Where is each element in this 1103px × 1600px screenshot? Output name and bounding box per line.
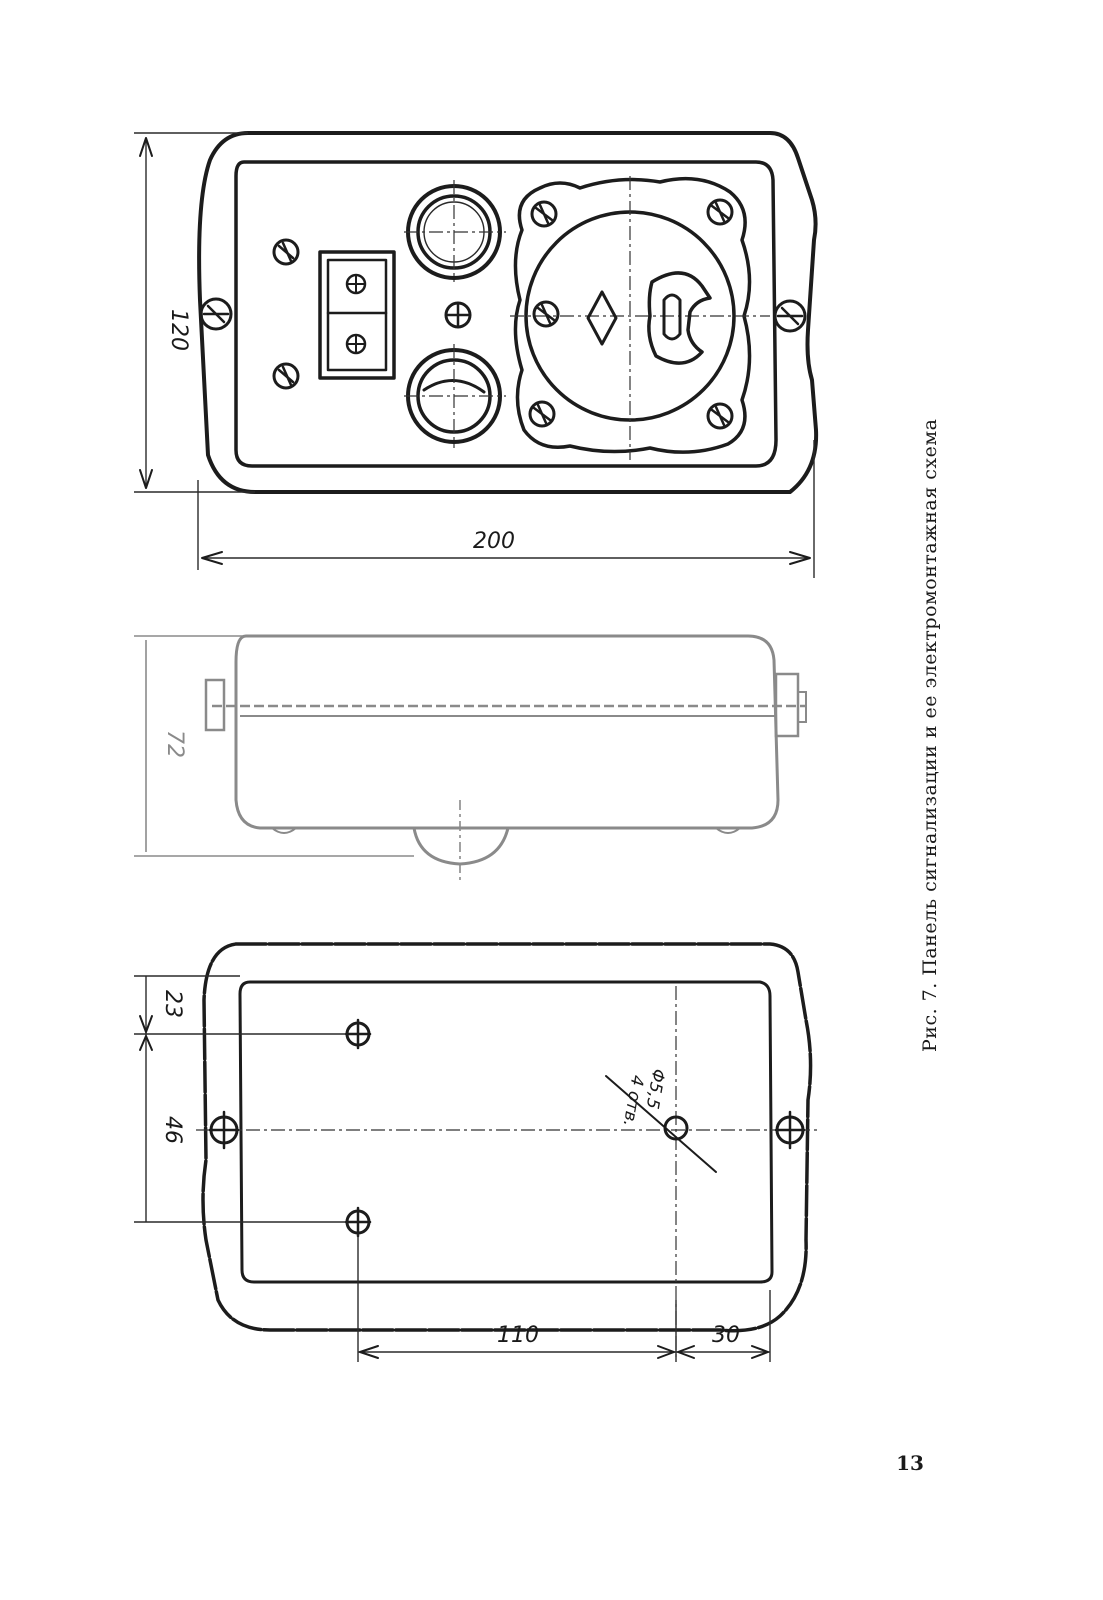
back-view: Φ5,5 4 отв. 23 46 110 30 <box>134 942 820 1362</box>
flange-screw-2 <box>706 198 734 226</box>
side-view: 72 <box>134 634 807 880</box>
side-view-lamp-dome <box>412 827 510 866</box>
flange-screw-1 <box>530 200 558 228</box>
front-view: 120 200 <box>134 131 819 578</box>
side-view-body <box>234 634 780 830</box>
dimension-label-110: 110 <box>497 1323 539 1348</box>
dimension-label-200: 200 <box>473 529 515 554</box>
figure-caption: Рис. 7. Панель сигнализации и ее электро… <box>919 419 941 1052</box>
dimension-label-72: 72 <box>162 730 187 758</box>
dimension-vertical-back: 23 46 <box>134 975 346 1223</box>
signal-lamp-bottom <box>404 344 506 448</box>
dimension-label-23: 23 <box>160 990 185 1018</box>
front-view-outer-outline <box>197 131 819 494</box>
plate-screw-bottom-left <box>272 362 300 390</box>
back-hole-bottom <box>344 1206 372 1238</box>
dimension-height-front: 120 <box>134 132 255 493</box>
dimension-label-30: 30 <box>712 1323 740 1348</box>
back-hole-cable <box>605 1075 717 1173</box>
back-hole-top <box>344 1018 372 1050</box>
terminal-block <box>318 250 396 380</box>
mount-screw-left <box>199 297 233 331</box>
back-view-outer-outline <box>201 942 813 1333</box>
plate-screw-top-left <box>272 238 300 266</box>
back-view-inner-outline <box>238 980 774 1284</box>
dimension-label-46: 46 <box>160 1116 185 1144</box>
selector-pointer <box>586 290 618 346</box>
back-hole-right <box>774 1110 806 1150</box>
front-view-inner-plate <box>234 160 778 468</box>
back-hole-left <box>208 1110 240 1150</box>
mount-screw-right <box>773 299 807 333</box>
flange-screw-4 <box>528 400 556 428</box>
dimension-label-120: 120 <box>166 309 191 351</box>
hole-callout-count: 4 отв. <box>619 1074 648 1129</box>
signal-lamp-top <box>404 180 506 282</box>
dimension-horizontal-back: 110 30 <box>357 1234 771 1362</box>
page-number: 13 <box>896 1451 924 1475</box>
selector-handle <box>647 271 712 365</box>
flange-screw-3 <box>532 300 560 328</box>
center-screw <box>444 301 472 329</box>
selector-switch-flange <box>513 176 752 454</box>
flange-screw-5 <box>706 402 734 430</box>
dimension-width-front: 200 <box>197 440 815 578</box>
